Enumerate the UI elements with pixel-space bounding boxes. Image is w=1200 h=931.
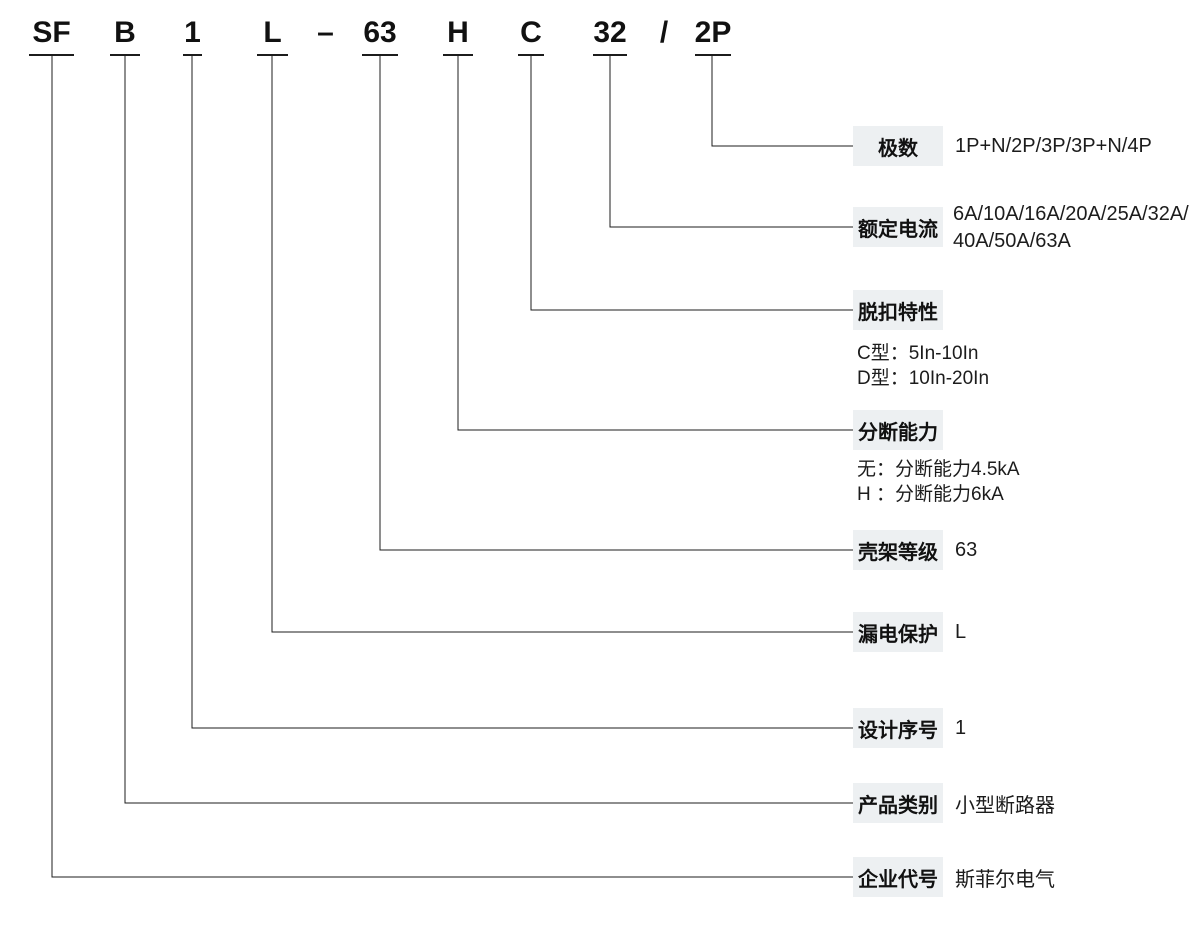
label-leakage-protection: 漏电保护 xyxy=(853,612,943,652)
connector-sf xyxy=(51,54,853,878)
value-frame-rating: 63 xyxy=(955,538,978,561)
label-poles: 极数 xyxy=(853,126,943,166)
note-trip-d-type: D型：10In-20In xyxy=(857,368,990,389)
note-breaking-none: 无：分断能力4.5kA xyxy=(857,459,1020,480)
notes-breaking-capacity: 无：分断能力4.5kA H ：分断能力6kA xyxy=(857,457,1020,507)
connector-1 xyxy=(191,54,853,729)
label-enterprise-code: 企业代号 xyxy=(853,857,943,897)
connector-b xyxy=(124,54,853,804)
connector-2p xyxy=(711,54,853,147)
label-product-category: 产品类别 xyxy=(853,783,943,823)
connector-63 xyxy=(379,54,853,551)
label-breaking-capacity: 分断能力 xyxy=(853,410,943,450)
value-leakage-protection: L xyxy=(955,620,967,643)
value-product-category: 小型断路器 xyxy=(955,794,1055,817)
value-poles: 1P+N/2P/3P/3P+N/4P xyxy=(955,134,1152,157)
value-design-serial: 1 xyxy=(955,716,967,739)
value-enterprise-code: 斯菲尔电气 xyxy=(955,868,1055,891)
label-design-serial: 设计序号 xyxy=(853,708,943,748)
connector-32 xyxy=(609,54,853,228)
label-frame-rating: 壳架等级 xyxy=(853,530,943,570)
note-trip-c-type: C型：5In-10In xyxy=(857,343,979,364)
code-segment-32: 32 xyxy=(593,12,627,56)
connector-c xyxy=(530,54,853,311)
value-rated-current-line-2: 40A/50A/63A xyxy=(953,230,1071,252)
value-rated-current-line-1: 6A/10A/16A/20A/25A/32A/ xyxy=(953,203,1189,225)
connector-h xyxy=(457,54,853,431)
connector-l xyxy=(271,54,853,633)
value-rated-current: 6A/10A/16A/20A/25A/32A/ 40A/50A/63A xyxy=(953,201,1189,255)
label-trip-characteristic: 脱扣特性 xyxy=(853,290,943,330)
code-segment-dash: – xyxy=(317,16,334,49)
note-breaking-h: H ：分断能力6kA xyxy=(857,484,1004,505)
notes-trip-characteristic: C型：5In-10In D型：10In-20In xyxy=(857,341,989,391)
label-rated-current: 额定电流 xyxy=(853,207,943,247)
code-segment-slash: / xyxy=(659,16,669,49)
code-segment-2p: 2P xyxy=(695,12,731,56)
